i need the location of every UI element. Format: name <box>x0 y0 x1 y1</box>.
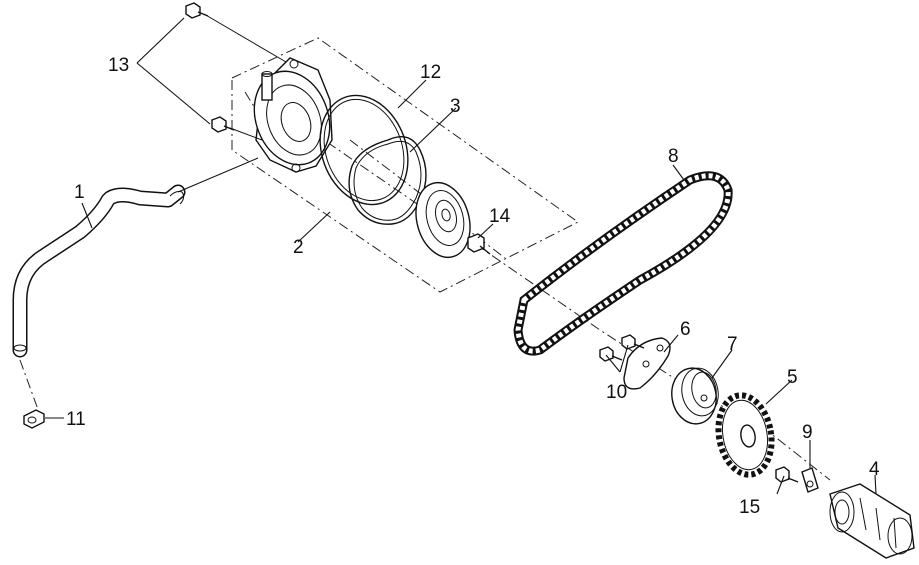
callout-labels: 1 2 3 4 5 6 7 8 9 10 11 12 13 14 15 <box>66 55 880 518</box>
cam-holder-7 <box>671 367 719 425</box>
leader-lines <box>45 17 877 495</box>
bolt-10-lower <box>599 346 623 362</box>
breather-hose <box>12 184 186 358</box>
callout-5: 5 <box>787 367 798 388</box>
callout-15: 15 <box>739 497 760 518</box>
oil-pump-cover <box>253 57 333 173</box>
callout-12: 12 <box>420 62 441 83</box>
hose-clip <box>23 409 45 429</box>
callout-1: 1 <box>74 182 85 203</box>
chain-guide-plate <box>623 337 671 390</box>
center-lines <box>19 91 831 481</box>
bolt-14 <box>467 233 491 255</box>
oil-pump-rotor <box>415 181 471 259</box>
callout-9: 9 <box>802 422 813 443</box>
callout-4: 4 <box>869 459 880 480</box>
callout-13: 13 <box>108 55 129 76</box>
cam-chain <box>513 171 733 356</box>
camshaft <box>829 483 915 559</box>
callout-11: 11 <box>66 409 86 430</box>
cam-sprocket <box>715 392 775 478</box>
callout-10: 10 <box>606 382 627 403</box>
callout-8: 8 <box>668 146 679 167</box>
callout-2: 2 <box>293 237 304 258</box>
cover-bolt-upper <box>185 2 209 19</box>
callout-6: 6 <box>680 319 691 340</box>
callout-7: 7 <box>727 334 738 355</box>
gasket-3 <box>348 136 427 225</box>
callout-3: 3 <box>450 96 461 117</box>
lock-washer-9 <box>801 467 819 493</box>
cover-bolt-lower <box>211 116 235 133</box>
bolt-10-upper <box>621 334 645 350</box>
callout-14: 14 <box>489 206 511 227</box>
bolt-15 <box>775 466 799 483</box>
